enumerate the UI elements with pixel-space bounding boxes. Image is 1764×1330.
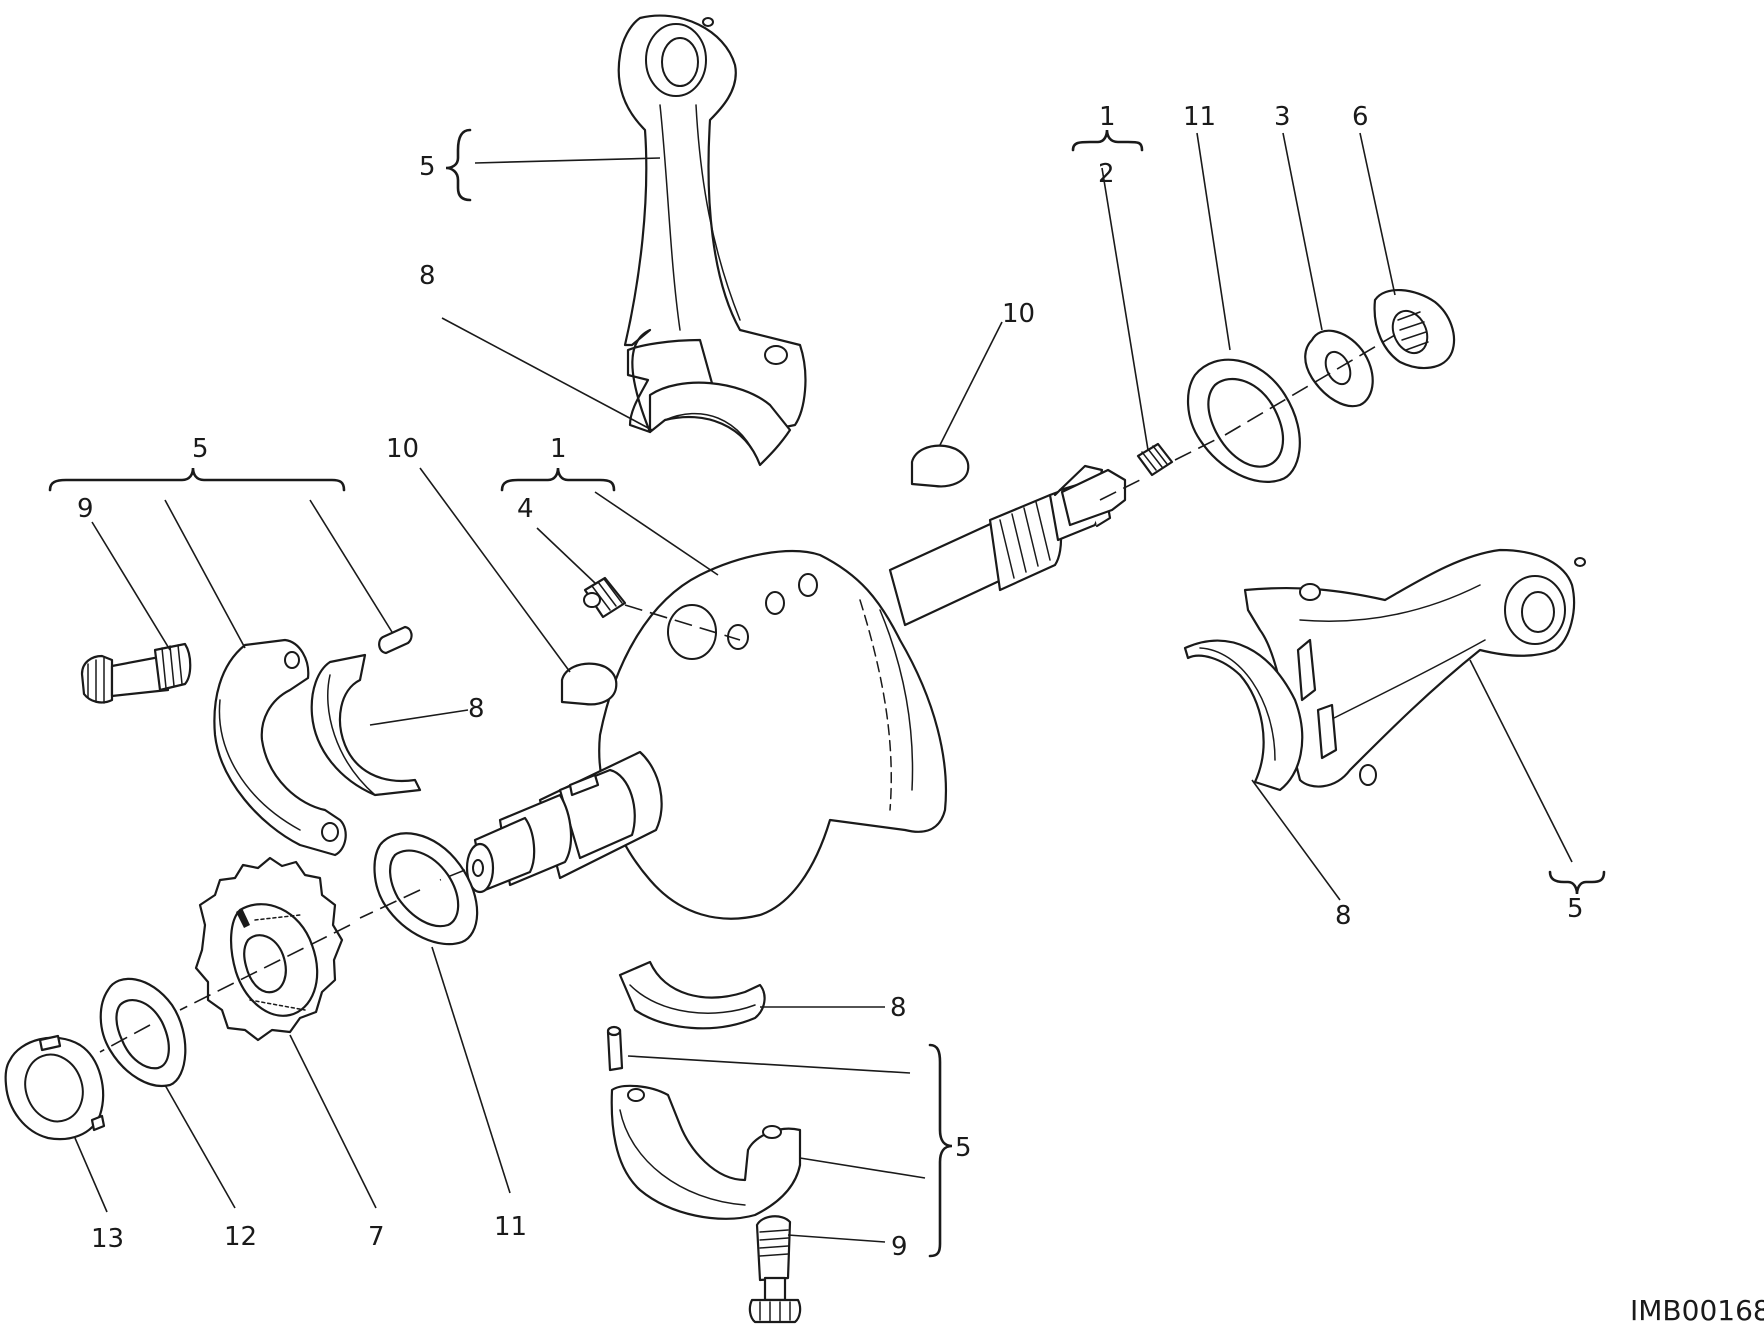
callout-bolt-bottom-9: 9 (891, 1232, 908, 1262)
threaded-plug-4 (583, 576, 627, 619)
callout-key-right-10: 10 (1002, 299, 1035, 329)
washer-12 (99, 977, 187, 1088)
big-end-cap-left (213, 638, 347, 857)
big-end-cap-bottom (610, 1084, 802, 1220)
callout-washer-12: 12 (224, 1222, 257, 1252)
callout-nut-13: 13 (91, 1224, 124, 1254)
callout-conrod-top-5: 5 (419, 152, 436, 182)
axis-right-shaft (1099, 334, 1396, 501)
woodruff-key-left (560, 662, 618, 706)
bearing-shell-bottom (618, 960, 766, 1030)
callout-washer-right-3: 3 (1274, 102, 1291, 132)
woodruff-key-right (910, 444, 970, 488)
axis-plug-4 (624, 604, 741, 641)
threaded-plug-right (1136, 442, 1174, 477)
callout-shell-left-8: 8 (468, 694, 485, 724)
callout-nut-right-6: 6 (1352, 102, 1369, 132)
callout-group-left-5: 5 (192, 434, 209, 464)
bearing-shell-right (1183, 639, 1304, 792)
drawing-code: IMB00168 (1630, 1294, 1764, 1327)
callout-gear-7: 7 (368, 1222, 385, 1252)
connecting-rod-top (617, 14, 807, 434)
callout-group-bottom-5: 5 (955, 1133, 972, 1163)
callout-conrod-right-5: 5 (1567, 894, 1584, 924)
callout-plug-right-2: 2 (1098, 159, 1115, 189)
dowel-pin-left (378, 625, 413, 655)
callout-group-right-1: 1 (1099, 102, 1116, 132)
callout-shell-right-8: 8 (1335, 901, 1352, 931)
dowel-pin-bottom (606, 1025, 624, 1072)
callout-washer-left-11: 11 (494, 1212, 527, 1242)
bolt-left-9 (80, 642, 192, 704)
group-brackets (48, 128, 1606, 1258)
thrust-washer-right (1186, 358, 1301, 483)
callout-shell-bottom-8: 8 (890, 993, 907, 1023)
callout-bolt-left-9: 9 (77, 494, 94, 524)
bolt-bottom-9 (748, 1215, 802, 1324)
callout-plug-mid-4: 4 (517, 494, 534, 524)
callout-group-mid-1: 1 (550, 434, 567, 464)
nut-6 (1373, 288, 1456, 369)
thrust-washer-left (373, 832, 479, 946)
crankshaft (465, 464, 1127, 920)
connecting-rod-right (1243, 548, 1586, 788)
callout-key-left-10: 10 (386, 434, 419, 464)
callout-conrod-top-8: 8 (419, 261, 436, 291)
ring-nut-13 (4, 1034, 106, 1141)
callout-washer-right-11: 11 (1183, 102, 1216, 132)
timing-gear-7 (194, 856, 344, 1042)
bearing-shell-top (648, 381, 792, 467)
bearing-shell-left (310, 653, 422, 797)
leader-lines (74, 132, 1573, 1243)
axis-left-shaft (99, 869, 466, 1053)
callout-labels: 5 8 10 1 2 11 3 6 5 9 10 1 4 8 8 5 8 5 9… (77, 102, 1584, 1262)
